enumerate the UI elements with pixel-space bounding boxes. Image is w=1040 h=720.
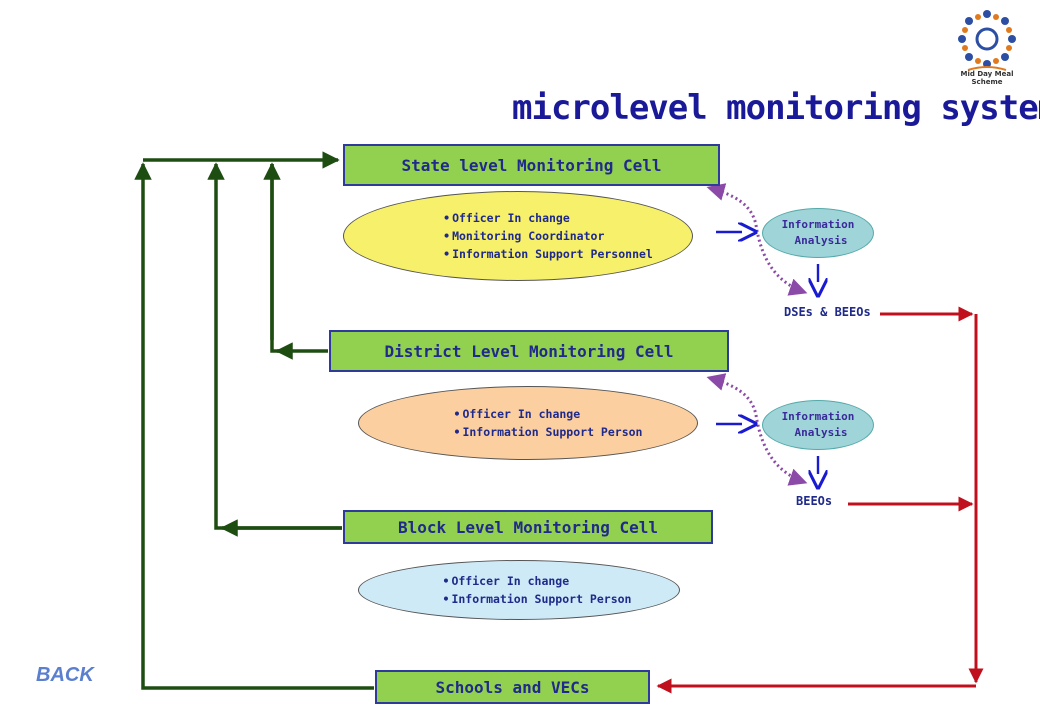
info-label: Analysis [794, 426, 848, 439]
member-item: Officer In change [443, 209, 653, 227]
district-members-ellipse: Officer In change Information Support Pe… [358, 386, 698, 460]
info-label: Information [781, 410, 855, 423]
info-analysis-state: Information Analysis [762, 208, 874, 258]
schools-vecs-cell: Schools and VECs [375, 670, 650, 704]
state-monitoring-cell: State level Monitoring Cell [343, 144, 720, 186]
info-analysis-district: Information Analysis [762, 400, 874, 450]
feedback-trunk-schools [134, 162, 374, 690]
member-item: Information Support Person [454, 423, 642, 441]
report-lines [656, 306, 984, 694]
feedback-trunk-block [207, 162, 342, 530]
member-item: Information Support Person [443, 590, 631, 608]
mid-day-meal-logo [958, 10, 1016, 71]
feedback-lines [134, 151, 374, 690]
block-monitoring-cell: Block Level Monitoring Cell [343, 510, 713, 544]
block-members-ellipse: Officer In change Information Support Pe… [358, 560, 680, 620]
state-members-ellipse: Officer In change Monitoring Coordinator… [343, 191, 693, 281]
member-item: Officer In change [443, 572, 632, 590]
blue-arrows [716, 232, 818, 474]
member-item: Information Support Personnel [443, 245, 653, 263]
receiver-beeos: BEEOs [796, 494, 833, 508]
member-item: Officer In change [454, 405, 643, 423]
page-title: microlevel monitoring system [512, 88, 1040, 128]
receiver-dses-beeos: DSEs & BEEOs [784, 305, 871, 319]
back-link[interactable]: BACK [36, 664, 94, 686]
logo-caption: Mid Day Meal Scheme [960, 70, 1014, 86]
member-item: Monitoring Coordinator [443, 227, 653, 245]
district-monitoring-cell: District Level Monitoring Cell [329, 330, 729, 372]
info-label: Analysis [794, 234, 848, 247]
info-label: Information [781, 218, 855, 231]
